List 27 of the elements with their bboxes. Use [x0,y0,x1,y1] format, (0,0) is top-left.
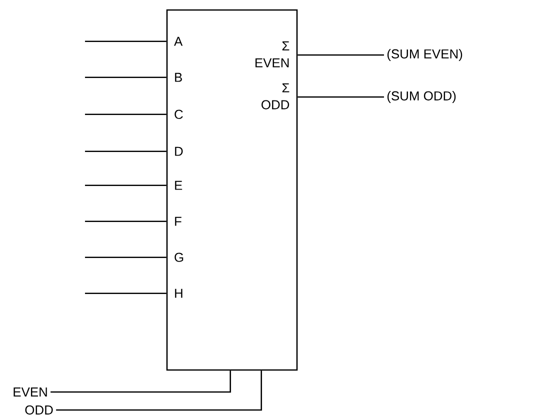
connector-line [298,54,384,56]
connector-line [85,292,166,294]
pin-label: G [174,252,184,262]
connector-line [85,256,166,258]
connector-line [85,150,166,152]
input-label: EVEN [14,388,47,396]
connector-line [56,370,262,411]
connector-line [85,114,166,115]
output-label: (SUM ODD) [387,90,456,104]
connector-line [85,220,166,222]
connector-line [50,370,231,393]
pin-label: Σ EVEN [256,41,290,68]
pin-label: A [174,36,183,46]
pin-label: D [175,146,183,156]
output-label: (SUM EVEN) [387,48,462,62]
pin-label: H [175,288,182,298]
block-box [166,9,298,371]
connector-line [85,184,166,186]
pin-label: B [175,72,182,82]
pin-label: F [175,216,182,226]
connector-line [298,96,384,98]
pin-label: Σ ODD [262,83,290,110]
connector-line [85,76,166,78]
pin-label: E [175,180,182,190]
input-label: ODD [25,405,53,415]
pin-label: C [174,110,183,119]
connector-line [85,40,166,42]
